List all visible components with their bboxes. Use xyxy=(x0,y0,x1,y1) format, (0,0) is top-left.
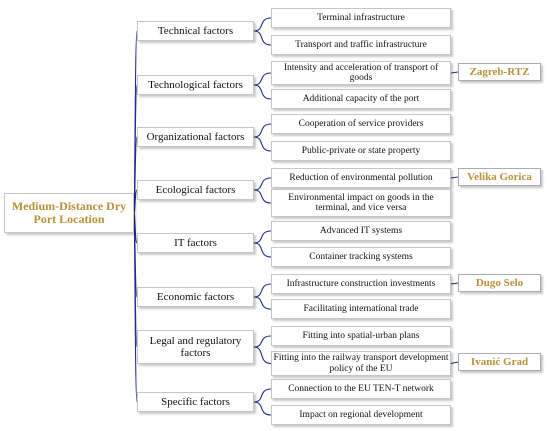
root-node: Medium-Distance Dry Port Location xyxy=(4,193,134,233)
leaf-terminal-infrastructure: Terminal infrastructure xyxy=(271,8,451,28)
leaf-label: Infrastructure construction investments xyxy=(286,278,436,289)
leaf-label: Facilitating international trade xyxy=(303,303,419,314)
leaf-to-location-connector xyxy=(450,282,459,285)
leaf-label: Intensity and acceleration of transport … xyxy=(283,62,439,83)
leaf-label: Advanced IT systems xyxy=(319,225,403,236)
leaf-label: Impact on regional development xyxy=(299,409,423,420)
leaf-ten-t-connection: Connection to the EU TEN-T network xyxy=(271,379,451,399)
factor-to-leaf-connector xyxy=(253,123,272,138)
leaf-to-location-connector xyxy=(450,71,459,74)
factor-to-leaf-connector xyxy=(253,72,272,86)
factor-node-it: IT factors xyxy=(137,233,254,253)
leaf-additional-capacity: Additional capacity of the port xyxy=(271,89,451,109)
factor-to-leaf-connector xyxy=(253,242,272,258)
location-label: Velika Gorica xyxy=(467,170,532,183)
leaf-label: Fitting into spatial-urban plans xyxy=(302,330,420,341)
factor-to-leaf-connector xyxy=(253,189,272,204)
factor-node-ecological: Ecological factors xyxy=(137,180,254,200)
leaf-regional-development: Impact on regional development xyxy=(271,405,451,425)
factor-node-organizational: Organizational factors xyxy=(137,127,254,147)
factor-to-leaf-connector xyxy=(253,30,272,46)
leaf-railway-policy-eu: Fitting into the railway transport devel… xyxy=(271,351,451,376)
root-label: Medium-Distance Dry Port Location xyxy=(11,198,127,226)
root-to-factor-connector xyxy=(133,212,138,403)
factor-node-technological: Technological factors xyxy=(137,75,254,95)
root-to-factor-connector xyxy=(133,189,138,214)
leaf-transport-traffic-infrastructure: Transport and traffic infrastructure xyxy=(271,35,451,55)
leaf-environmental-impact: Environmental impact on goods in the ter… xyxy=(271,189,451,217)
location-velika-gorica: Velika Gorica xyxy=(458,168,541,186)
factor-label: Legal and regulatory factors xyxy=(149,334,242,359)
factor-label: Economic factors xyxy=(156,290,235,303)
factor-to-leaf-connector xyxy=(253,296,272,310)
location-label: Dugo Selo xyxy=(475,276,524,289)
leaf-public-private-property: Public-private or state property xyxy=(271,141,451,161)
leaf-label: Environmental impact on goods in the ter… xyxy=(288,192,434,213)
leaf-label: Additional capacity of the port xyxy=(302,93,420,104)
factor-node-specific: Specific factors xyxy=(137,392,254,412)
factor-node-legal: Legal and regulatory factors xyxy=(137,330,254,364)
leaf-advanced-it-systems: Advanced IT systems xyxy=(271,221,451,241)
leaf-label: Public-private or state property xyxy=(301,145,421,156)
location-ivanic-grad: Ivanić Grad xyxy=(458,353,541,371)
location-label: Ivanić Grad xyxy=(470,355,529,368)
leaf-to-location-connector xyxy=(450,361,459,365)
leaf-intensity-acceleration: Intensity and acceleration of transport … xyxy=(271,61,451,85)
factor-to-leaf-connector xyxy=(253,177,272,191)
factor-to-leaf-connector xyxy=(253,136,272,152)
factor-to-leaf-connector xyxy=(253,401,272,416)
leaf-label: Transport and traffic infrastructure xyxy=(295,39,427,50)
leaf-to-location-connector xyxy=(450,176,459,179)
factor-to-leaf-connector xyxy=(253,388,272,403)
leaf-cooperation-providers: Cooperation of service providers xyxy=(271,114,451,134)
factor-node-economic: Economic factors xyxy=(137,287,254,307)
leaf-spatial-urban-plans: Fitting into spatial-urban plans xyxy=(271,326,451,346)
leaf-label: Cooperation of service providers xyxy=(298,118,424,129)
leaf-international-trade: Facilitating international trade xyxy=(271,299,451,319)
leaf-label: Terminal infrastructure xyxy=(317,12,405,23)
factor-to-leaf-connector xyxy=(253,335,272,348)
factor-label: Specific factors xyxy=(161,395,230,408)
factor-to-leaf-connector xyxy=(253,17,272,32)
factor-label: Technical factors xyxy=(157,24,234,37)
factor-to-leaf-connector xyxy=(253,84,272,100)
location-zagreb-rtz: Zagreb-RTZ xyxy=(458,63,541,81)
factor-to-leaf-connector xyxy=(253,230,272,244)
location-label: Zagreb-RTZ xyxy=(469,65,530,78)
leaf-label: Fitting into the railway transport devel… xyxy=(273,353,449,374)
factor-to-leaf-connector xyxy=(253,283,272,298)
factor-label: Organizational factors xyxy=(146,130,245,143)
leaf-reduction-pollution: Reduction of environmental pollution xyxy=(271,168,451,188)
leaf-label: Container tracking systems xyxy=(309,251,413,262)
leaf-label: Reduction of environmental pollution xyxy=(289,172,433,183)
factor-label: Ecological factors xyxy=(155,183,236,196)
leaf-construction-investments: Infrastructure construction investments xyxy=(271,274,451,294)
factor-label: IT factors xyxy=(174,236,217,249)
leaf-label: Connection to the EU TEN-T network xyxy=(288,383,434,394)
leaf-container-tracking: Container tracking systems xyxy=(271,247,451,267)
factor-node-technical: Technical factors xyxy=(137,21,254,41)
location-dugo-selo: Dugo Selo xyxy=(458,274,541,292)
factor-label: Technological factors xyxy=(148,78,243,91)
factor-to-leaf-connector xyxy=(253,346,272,365)
